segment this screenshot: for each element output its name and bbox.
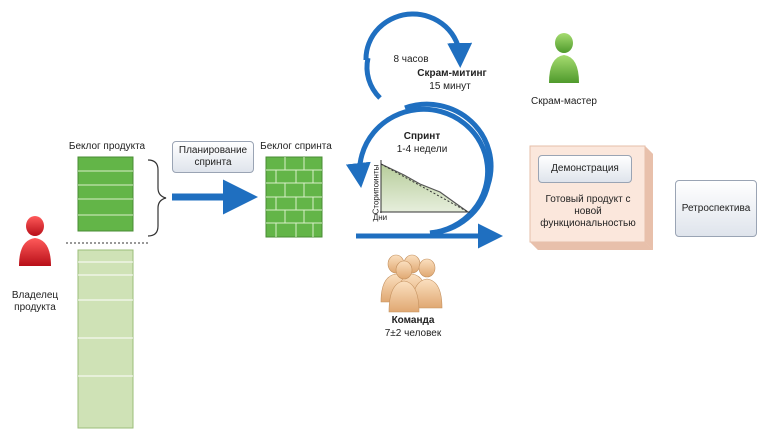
sprint-backlog-title: Беклог спринта xyxy=(260,141,332,152)
burndown-ylabel: Сторипоинты xyxy=(371,164,381,215)
product-owner-label-line2: продукта xyxy=(14,302,56,313)
demo-button[interactable]: Демонстрация xyxy=(538,155,632,183)
retrospective-node[interactable]: Ретроспектива xyxy=(675,180,757,237)
team-figure xyxy=(380,254,443,313)
sprint-backlog-grid xyxy=(265,156,323,238)
demo-text-line2: новой xyxy=(574,206,602,217)
daily-scrum-hours: 8 часов xyxy=(393,54,429,65)
sprint-title: Спринт xyxy=(403,131,441,142)
product-backlog-top xyxy=(77,156,134,232)
scrum-master-figure xyxy=(549,33,579,83)
sprint-duration: 1-4 недели xyxy=(396,144,448,155)
team-size: 7±2 человек xyxy=(384,328,442,339)
scrum-master-label: Скрам-мастер xyxy=(531,96,597,107)
product-backlog-bottom xyxy=(77,249,134,429)
sprint-planning-line2: спринта xyxy=(194,157,232,168)
burndown-chart xyxy=(380,160,470,213)
daily-scrum-loop xyxy=(363,11,473,68)
backlog-brace xyxy=(147,159,167,237)
demo-text-line3: функциональностью xyxy=(540,218,636,229)
sprint-planning-node[interactable]: Планирование спринта xyxy=(172,141,254,173)
burndown-xlabel: Дни xyxy=(372,213,388,222)
demo-text: Готовый продукт с новой функциональность… xyxy=(533,194,643,230)
product-backlog-title: Беклог продукта xyxy=(68,141,146,152)
demo-text-line1: Готовый продукт с xyxy=(545,194,631,205)
product-owner-label: Владелец продукта xyxy=(5,290,65,314)
product-owner-figure xyxy=(19,216,51,266)
daily-scrum-title: Скрам-митинг xyxy=(417,68,487,79)
product-owner-label-line1: Владелец xyxy=(11,290,59,301)
team-title: Команда xyxy=(391,315,435,326)
daily-scrum-minutes: 15 минут xyxy=(429,81,471,92)
sprint-planning-line1: Планирование xyxy=(178,145,248,156)
